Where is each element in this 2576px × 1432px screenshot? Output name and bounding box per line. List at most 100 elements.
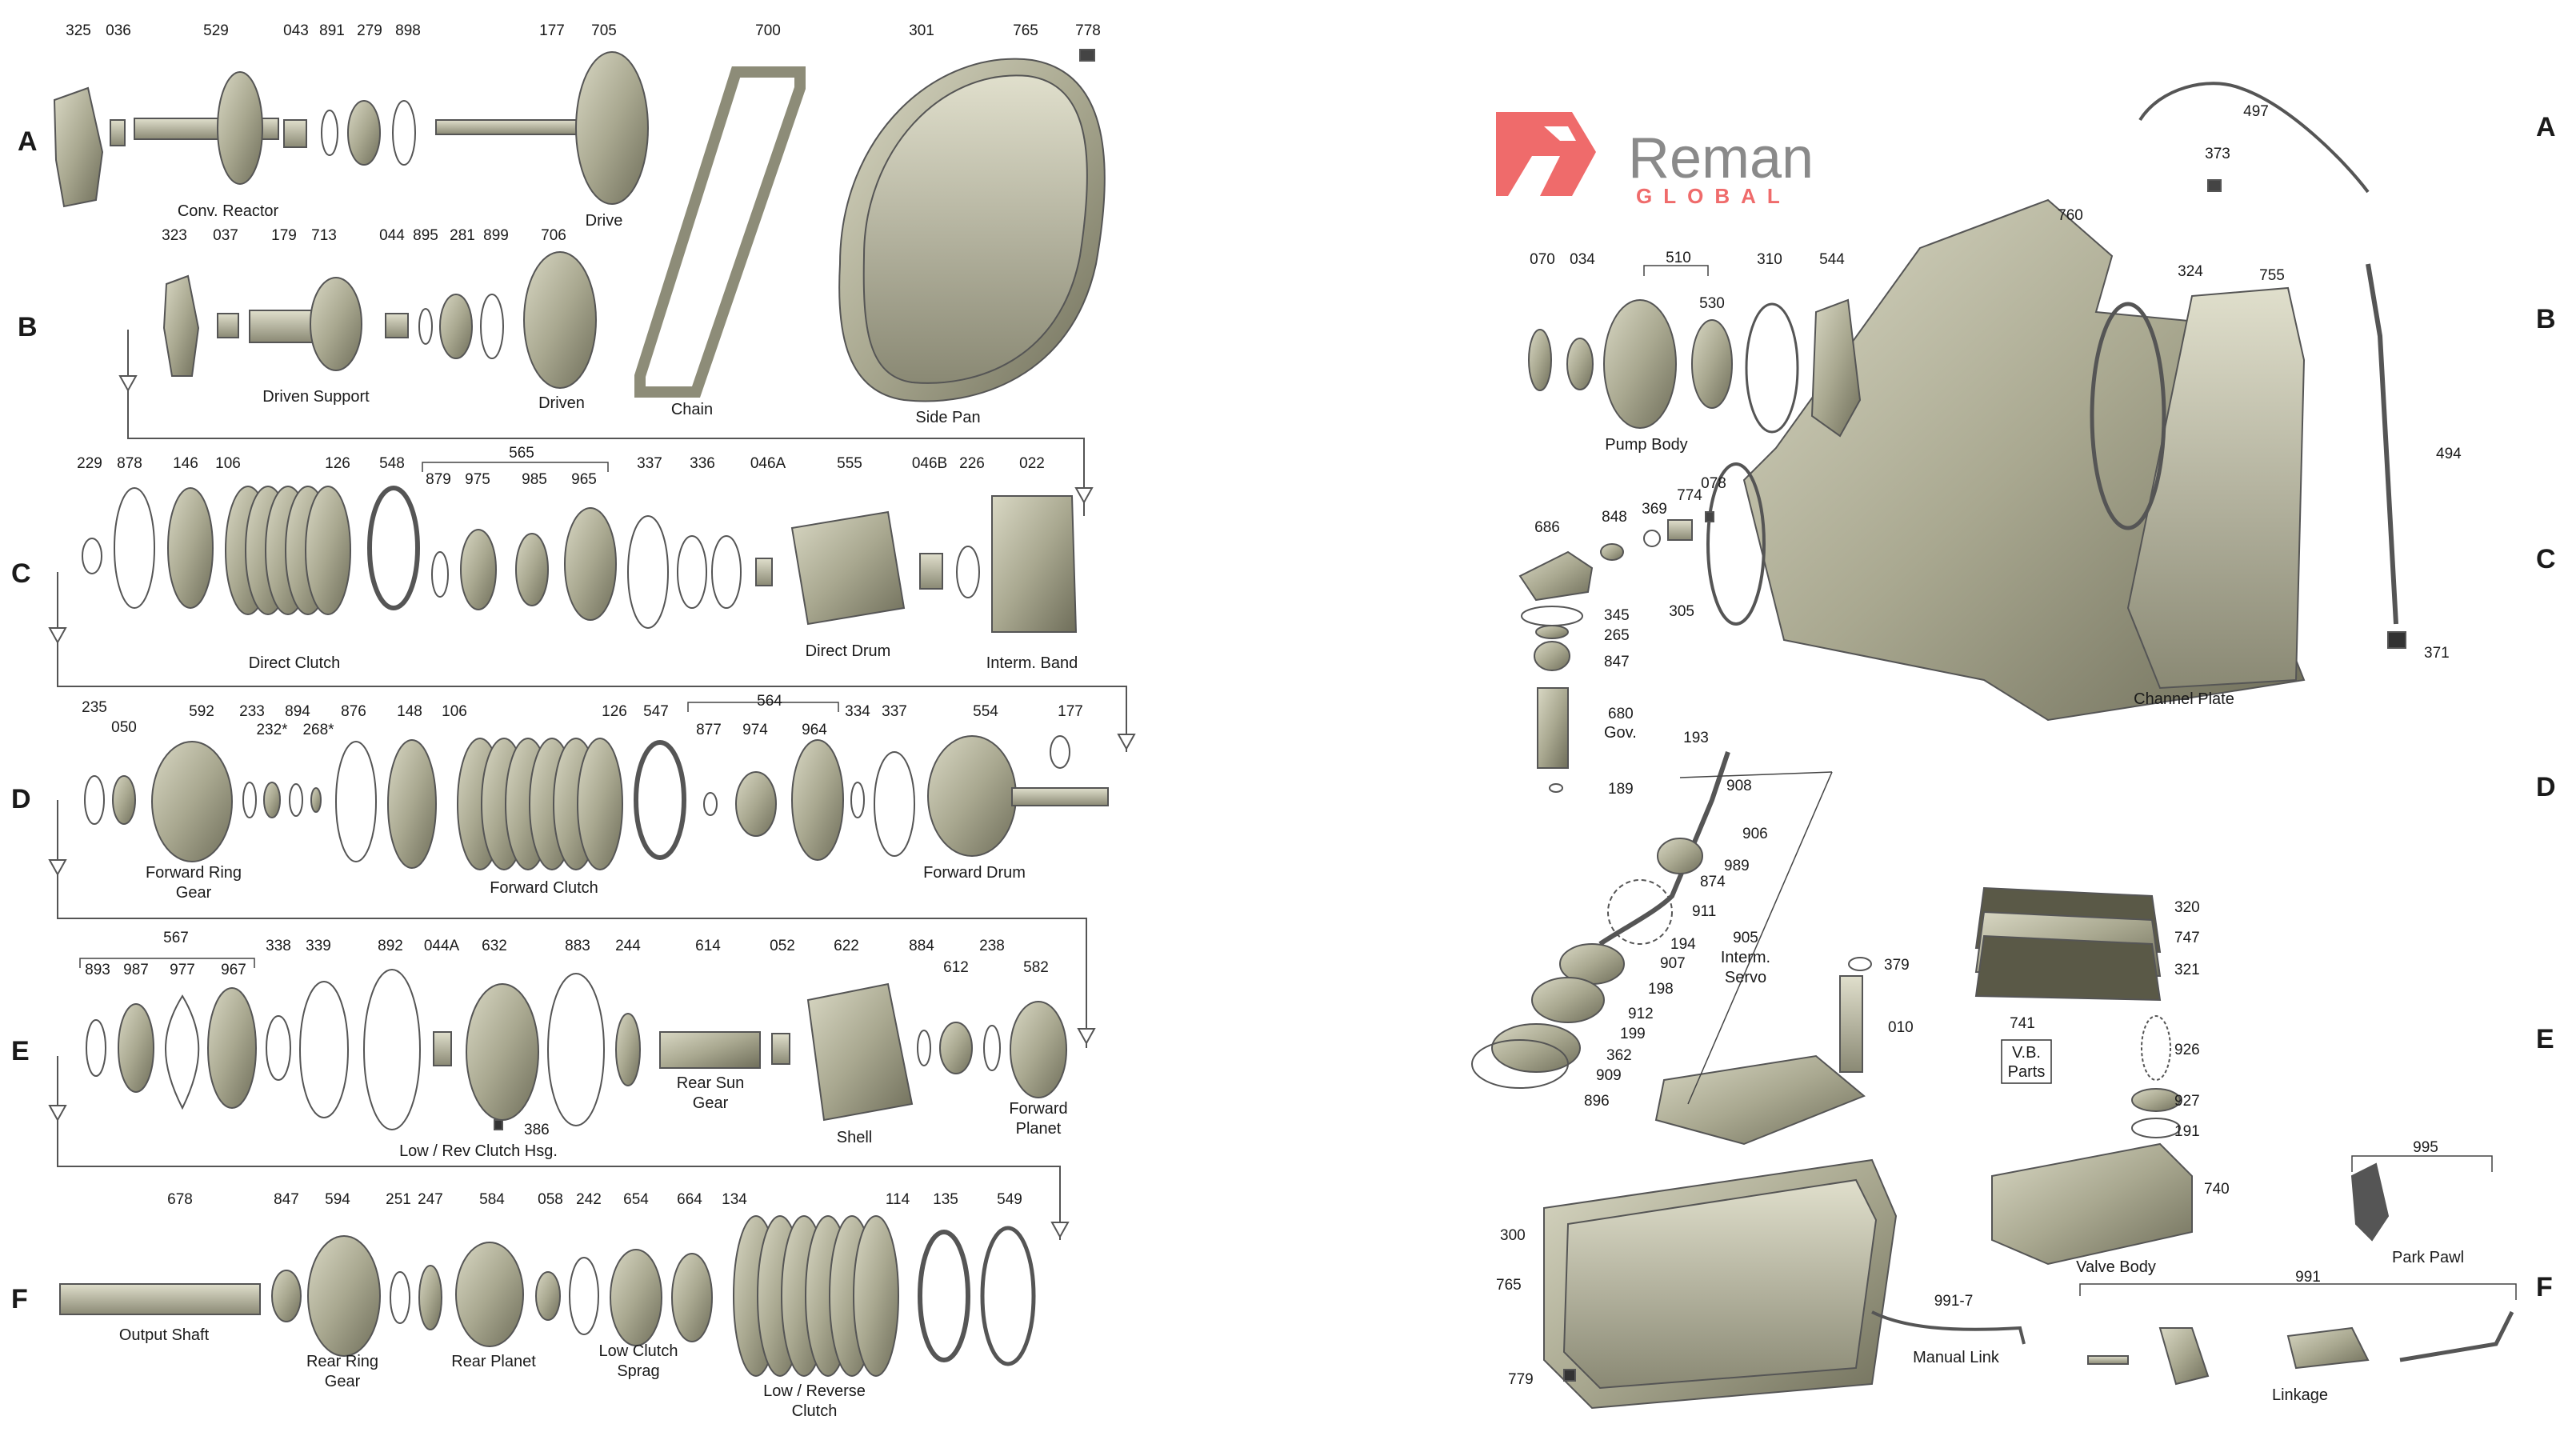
part-label: 967: [221, 962, 246, 978]
part-334: [850, 782, 865, 818]
part-010: [1654, 1054, 1866, 1146]
part-label: 135: [933, 1191, 958, 1208]
part-label: 251: [386, 1191, 411, 1208]
part-label: 555: [837, 455, 862, 472]
part-label: 614: [695, 938, 721, 954]
part-label: 964: [802, 722, 827, 738]
part-324: [2090, 302, 2166, 530]
part-label: 893: [85, 962, 110, 978]
part-664: [671, 1253, 713, 1342]
caption-forward-ring-gear-2: Gear: [176, 884, 212, 902]
part-label: 554: [973, 703, 998, 720]
part-label: 740: [2204, 1181, 2230, 1198]
part-510: [1603, 299, 1677, 429]
part-label: 036: [106, 22, 131, 39]
part-label: 760: [2058, 207, 2083, 224]
part-345: [1521, 606, 1583, 626]
caption-low-rev-clutch-hsg: Low / Rev Clutch Hsg.: [399, 1142, 558, 1160]
part-label: 874: [1700, 874, 1726, 890]
part-label: 884: [909, 938, 934, 954]
part-label: 177: [1058, 703, 1083, 720]
part-label: 548: [379, 455, 405, 472]
bracket-lines: [79, 265, 2517, 1300]
part-label: 034: [1570, 251, 1595, 268]
part-967: [207, 987, 257, 1109]
part-label: 612: [943, 959, 969, 976]
part-label: 198: [1648, 981, 1674, 998]
part-label: 879: [426, 471, 451, 488]
part-847r: [1534, 641, 1570, 671]
part-497: [2138, 82, 2370, 194]
part-label: 892: [378, 938, 403, 954]
part-label: 338: [266, 938, 291, 954]
part-991-rod: [2399, 1310, 2514, 1362]
part-label: 896: [1584, 1093, 1610, 1110]
part-908: [1598, 751, 1730, 946]
part-label: 191: [2174, 1123, 2200, 1140]
part-label: 995: [2413, 1139, 2438, 1156]
part-label: 911: [1692, 903, 1716, 920]
vb-parts-box: [2001, 1039, 2052, 1084]
part-229: [82, 538, 102, 574]
part-label: 883: [565, 938, 590, 954]
part-774: [1667, 519, 1693, 541]
part-label: 226: [959, 455, 985, 472]
part-label: 233: [239, 703, 265, 720]
part-label: 345: [1604, 607, 1630, 624]
part-label: 700: [755, 22, 781, 39]
part-label: 755: [2259, 267, 2285, 284]
part-label: 582: [1023, 959, 1049, 976]
part-label: 037: [213, 227, 238, 244]
part-386: [494, 1119, 503, 1130]
part-965: [564, 507, 617, 621]
part-046b: [919, 553, 943, 590]
part-877: [703, 792, 718, 816]
caption-valve-body: Valve Body: [2076, 1258, 2156, 1276]
caption-direct-clutch: Direct Clutch: [249, 654, 340, 672]
part-325: [53, 86, 104, 208]
part-548: [367, 486, 420, 610]
part-label: 179: [271, 227, 297, 244]
part-991-pin: [2087, 1355, 2129, 1365]
caption-linkage: Linkage: [2272, 1386, 2328, 1404]
part-895: [418, 308, 433, 345]
part-336b: [711, 535, 742, 609]
part-584: [455, 1242, 524, 1347]
part-label: 022: [1019, 455, 1045, 472]
part-graphics: [53, 49, 2514, 1410]
caption-driven-support: Driven Support: [262, 388, 370, 406]
part-337d: [874, 751, 915, 857]
part-765: [862, 74, 1088, 384]
part-238: [983, 1025, 1001, 1071]
part-label: 774: [1677, 487, 1702, 504]
part-848: [1600, 543, 1624, 561]
part-label: 989: [1724, 858, 1750, 874]
part-987: [118, 1003, 154, 1093]
part-713: [310, 277, 362, 371]
part-058: [535, 1271, 561, 1321]
part-label: 991-7: [1934, 1293, 1974, 1310]
part-554-shaft: [1011, 787, 1109, 806]
part-876: [335, 741, 377, 862]
part-926: [2141, 1015, 2171, 1081]
part-label: 265: [1604, 627, 1630, 644]
row-letter: F: [11, 1284, 28, 1314]
part-label: 268*: [302, 722, 334, 738]
part-label: 494: [2436, 446, 2462, 462]
part-242: [569, 1257, 599, 1335]
part-494: [2366, 263, 2398, 625]
part-label: 847: [274, 1191, 299, 1208]
row-letters-left: A B C D E F: [11, 126, 38, 1314]
part-label: 848: [1602, 509, 1627, 526]
part-label: 058: [538, 1191, 563, 1208]
part-label: 177: [539, 22, 565, 39]
row-letter: A: [18, 126, 38, 157]
part-label: 544: [1819, 251, 1845, 268]
part-991-lever: [2158, 1327, 2210, 1386]
part-label: 965: [571, 471, 597, 488]
part-label: 530: [1699, 295, 1725, 312]
part-706: [523, 251, 597, 389]
part-755: [2126, 286, 2306, 690]
part-977: [165, 994, 200, 1110]
part-373: [2207, 179, 2222, 192]
